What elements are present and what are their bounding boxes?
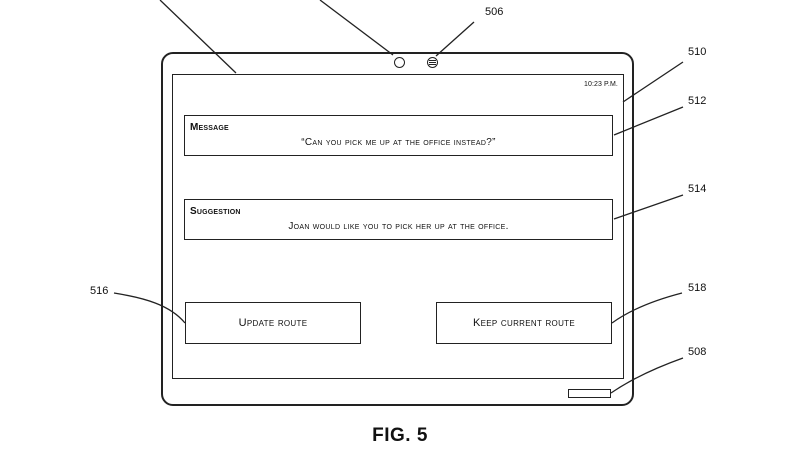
- status-time: 10:23 P.M.: [584, 81, 618, 88]
- suggestion-panel-title: Suggestion: [190, 206, 241, 217]
- camera-lens-left: [394, 57, 405, 68]
- leader-line-506: [435, 21, 475, 57]
- ref-numeral-514: 514: [688, 183, 707, 195]
- leader-line-508: [610, 357, 684, 394]
- message-panel-title: Message: [190, 122, 229, 133]
- ref-numeral-516: 516: [90, 285, 109, 297]
- ref-numeral-512: 512: [688, 95, 707, 107]
- home-button[interactable]: [568, 389, 611, 398]
- figure-caption: FIG. 5: [372, 425, 428, 446]
- leader-line-514: [613, 194, 684, 220]
- ref-numeral-508: 508: [688, 346, 707, 358]
- suggestion-text: Joan would like you to pick her up at th…: [288, 221, 509, 232]
- leader-line-512: [613, 106, 684, 136]
- device-screen: [172, 74, 624, 379]
- leader-line-device-frame: [159, 0, 237, 74]
- leader-line-camera-left: [319, 0, 394, 56]
- suggestion-panel: Suggestion Joan would like you to pick h…: [184, 199, 613, 240]
- ref-numeral-506: 506: [485, 6, 504, 18]
- message-text: “Can you pick me up at the office instea…: [301, 137, 496, 148]
- leader-line-516: [113, 292, 186, 324]
- ref-numeral-510: 510: [688, 46, 707, 58]
- ref-numeral-518: 518: [688, 282, 707, 294]
- leader-line-518: [611, 292, 683, 324]
- keep-current-route-button[interactable]: Keep current route: [436, 302, 612, 344]
- tablet-device-frame: [161, 52, 634, 406]
- update-route-button[interactable]: Update route: [185, 302, 361, 344]
- message-panel: Message “Can you pick me up at the offic…: [184, 115, 613, 156]
- camera-sensor-right: [427, 57, 438, 68]
